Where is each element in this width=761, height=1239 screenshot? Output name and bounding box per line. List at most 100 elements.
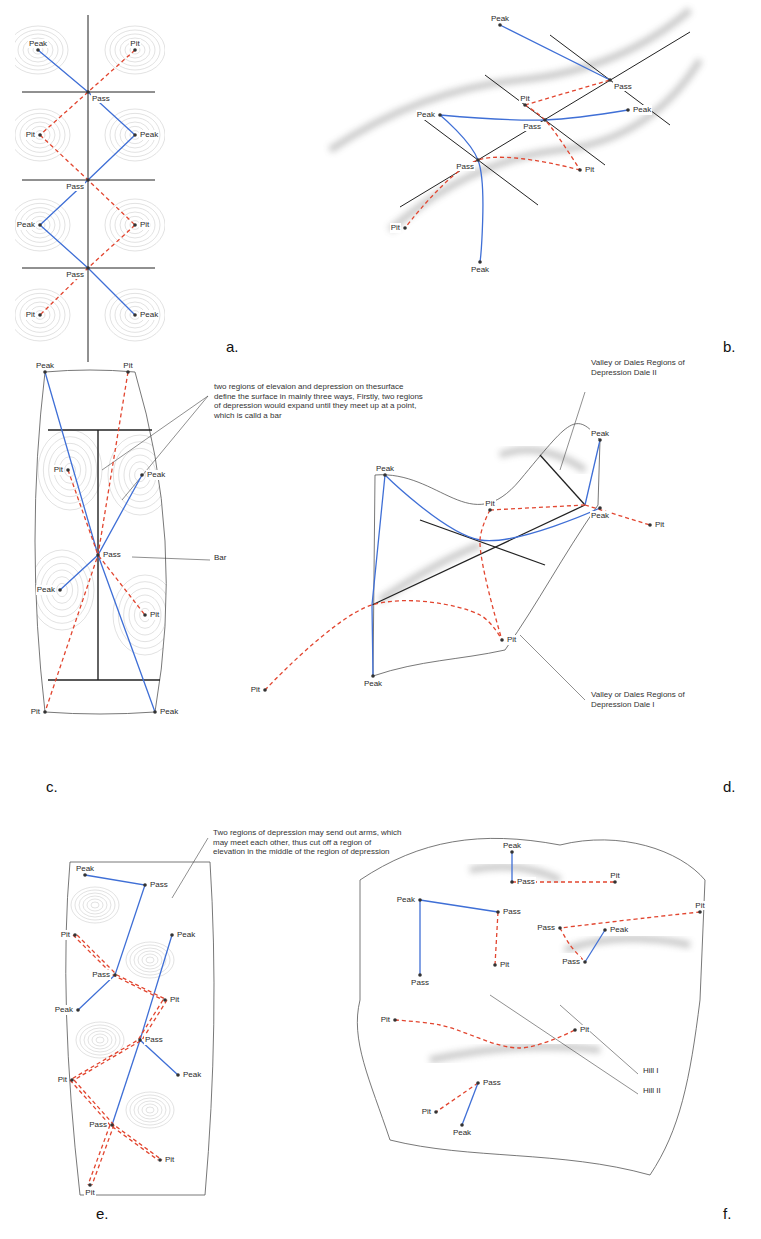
annotation-text: Two regions of depression may send out a… bbox=[212, 828, 404, 857]
point-label: Peak bbox=[396, 895, 416, 904]
course-line bbox=[585, 505, 650, 525]
point-label: Pit bbox=[169, 995, 180, 1004]
course-line bbox=[495, 912, 498, 965]
point-label: Pit bbox=[25, 130, 36, 139]
point-marker bbox=[510, 850, 514, 854]
point-marker bbox=[583, 960, 587, 964]
ridge-line bbox=[440, 110, 628, 120]
point-marker bbox=[138, 1038, 142, 1042]
contour-line bbox=[79, 893, 111, 917]
point-label: Pass bbox=[102, 550, 122, 559]
point-label: Pit bbox=[164, 1155, 175, 1164]
point-marker bbox=[133, 223, 137, 227]
point-marker bbox=[158, 1158, 162, 1162]
contour-line bbox=[83, 896, 107, 914]
ridge-line bbox=[440, 115, 483, 262]
point-marker bbox=[438, 113, 442, 117]
point-marker bbox=[418, 973, 422, 977]
contour-line bbox=[115, 208, 155, 243]
point-label: Peak bbox=[146, 470, 166, 479]
annotation-text: two regions of elevaion and depression o… bbox=[213, 382, 425, 420]
surface-outline bbox=[66, 862, 214, 1195]
point-label: Peak bbox=[490, 14, 510, 23]
point-marker bbox=[393, 1018, 397, 1022]
grid-line bbox=[550, 35, 670, 125]
course-line bbox=[74, 1000, 167, 1080]
point-marker bbox=[86, 178, 90, 182]
point-label: Pass bbox=[91, 970, 111, 979]
point-marker bbox=[86, 90, 90, 94]
point-label: Pit bbox=[122, 361, 133, 370]
ridge-line bbox=[420, 900, 498, 912]
contour-line bbox=[88, 1031, 112, 1049]
point-label: Pass bbox=[410, 978, 430, 987]
ridge-line bbox=[585, 930, 605, 962]
contour-line bbox=[142, 1104, 158, 1116]
leader-line bbox=[520, 635, 585, 700]
point-label: Pass bbox=[88, 1120, 108, 1129]
point-marker bbox=[418, 898, 422, 902]
contour-line bbox=[146, 957, 154, 963]
point-label: Pit bbox=[84, 1188, 95, 1197]
point-marker bbox=[573, 1028, 577, 1032]
point-label: Pass bbox=[65, 270, 85, 279]
relief-shading bbox=[380, 545, 480, 600]
point-marker bbox=[613, 880, 617, 884]
contour-line bbox=[15, 30, 63, 70]
contour-line bbox=[71, 887, 119, 923]
point-label: Pit bbox=[584, 165, 595, 174]
point-label: Pit bbox=[139, 220, 150, 229]
contour-line bbox=[113, 575, 177, 655]
point-label: Pass bbox=[149, 880, 169, 889]
point-marker bbox=[543, 118, 547, 122]
course-line bbox=[40, 135, 135, 225]
point-marker bbox=[133, 133, 137, 137]
leader-line bbox=[122, 396, 208, 500]
point-label: Pit bbox=[25, 310, 36, 319]
point-marker bbox=[476, 1081, 480, 1085]
point-marker bbox=[263, 688, 267, 692]
point-marker bbox=[488, 508, 492, 512]
point-marker bbox=[113, 973, 117, 977]
point-label: Pass bbox=[522, 122, 542, 131]
point-marker bbox=[493, 963, 497, 967]
surface-outline bbox=[373, 424, 600, 676]
course-line bbox=[480, 510, 502, 640]
point-label: Pit bbox=[499, 960, 510, 969]
point-marker bbox=[96, 553, 100, 557]
point-label: Peak bbox=[363, 679, 383, 688]
point-marker bbox=[43, 370, 47, 374]
contour-line bbox=[15, 109, 70, 161]
point-marker bbox=[133, 313, 137, 317]
relief-shading bbox=[430, 1047, 600, 1060]
point-marker bbox=[110, 1123, 114, 1127]
point-label: Peak bbox=[54, 1005, 74, 1014]
surface-outline bbox=[35, 370, 166, 714]
point-label: Pass bbox=[482, 1078, 502, 1087]
relief-shading bbox=[470, 867, 560, 880]
contour-line bbox=[108, 435, 172, 515]
point-label: Pass bbox=[65, 182, 85, 191]
point-label: Pit bbox=[129, 39, 140, 48]
point-marker bbox=[126, 370, 130, 374]
point-label: Peak bbox=[182, 1070, 202, 1079]
point-label: Pit bbox=[579, 1025, 590, 1034]
point-marker bbox=[603, 928, 607, 932]
contour-line bbox=[105, 109, 165, 161]
ridge-line bbox=[419, 900, 420, 975]
point-label: Peak bbox=[139, 130, 159, 139]
point-marker bbox=[170, 933, 174, 937]
point-label: Peak bbox=[452, 1128, 472, 1137]
point-marker bbox=[496, 910, 500, 914]
region-label: Hill II bbox=[642, 1086, 662, 1095]
point-label: Pit bbox=[609, 871, 620, 880]
contour-line bbox=[30, 550, 94, 630]
contour-line bbox=[134, 1098, 166, 1122]
point-label: Pass bbox=[144, 1035, 164, 1044]
point-label: Peak bbox=[35, 361, 55, 370]
panel-letter: b. bbox=[722, 338, 737, 355]
contour-line bbox=[80, 1025, 120, 1055]
point-label: Pit bbox=[250, 685, 261, 694]
point-marker bbox=[38, 313, 42, 317]
point-marker bbox=[140, 473, 144, 477]
